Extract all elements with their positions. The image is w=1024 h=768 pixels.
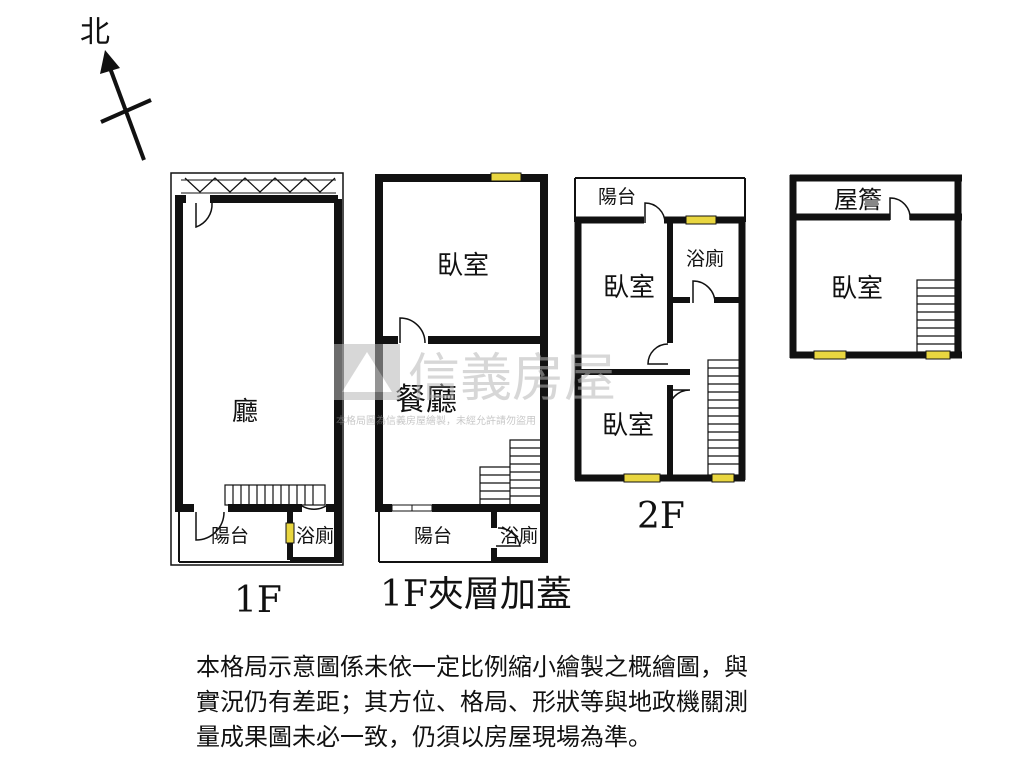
fm-caption: 1F夾層加蓋 [380, 574, 572, 615]
fm-door-bath [496, 527, 521, 547]
f1-door-balcony [195, 511, 225, 541]
fm-room-balcony: 陽台 [414, 525, 452, 547]
f2-door-balcony [644, 202, 666, 224]
f2-window-stair [711, 473, 735, 483]
compass-arrow-shaft [108, 67, 146, 161]
f1-bath-window [285, 522, 295, 544]
compass-north-label: 北 [80, 15, 110, 50]
f2-room-bedroom-b: 臥室 [602, 411, 654, 441]
f2-room-balcony: 陽台 [598, 186, 636, 208]
fm-room-bedroom: 臥室 [437, 251, 489, 281]
roof-door [889, 197, 911, 221]
disclaimer: 本格局示意圖係未依一定比例縮小繪製之概繪圖，與 實況仍有差距；其方位、格局、形狀… [196, 650, 876, 755]
f2-door-bedroom-b [667, 389, 691, 413]
fm-room-bathroom: 浴廁 [500, 524, 538, 547]
roof-room-bedroom: 臥室 [831, 274, 883, 304]
f2-window-bath [685, 215, 717, 225]
disclaimer-line-2: 實況仍有差距；其方位、格局、形狀等與地政機關測 [196, 688, 748, 716]
floor-1f-mezzanine [375, 172, 548, 563]
watermark-brand: 信義房屋 [408, 349, 616, 409]
roof-window-right [925, 350, 951, 360]
floor-roof [789, 174, 962, 360]
fm-window-top [490, 172, 522, 182]
f1-room-hall: 廳 [232, 397, 258, 427]
f2-door-bedroom-a [647, 343, 669, 365]
roof-window-left [813, 350, 847, 360]
fm-door-bedroom [399, 317, 426, 344]
disclaimer-line-3: 量成果圖未必一致，仍須以房屋現場為準。 [196, 723, 652, 751]
f1-caption: 1F [234, 580, 282, 621]
f1-folding-gate [184, 177, 336, 193]
watermark: 信義房屋 本格局圖為信義房屋繪製，未經允許請勿盜用 [334, 344, 616, 427]
f2-window-bedroom [623, 473, 661, 483]
floor-2f [574, 177, 746, 483]
f1-room-balcony: 陽台 [211, 525, 249, 547]
compass-arrow-head [100, 50, 120, 74]
fm-staircase [479, 439, 540, 505]
compass-crossbar [100, 98, 152, 124]
f2-room-bathroom: 浴廁 [686, 247, 724, 270]
floor-1f [170, 172, 344, 566]
f2-caption: 2F [637, 496, 685, 537]
f2-door-bath [692, 280, 716, 304]
f2-room-bedroom-a: 臥室 [603, 273, 655, 303]
watermark-logo-icon [334, 344, 400, 400]
f1-door-entry [195, 202, 213, 229]
north-compass: 北 [80, 15, 152, 161]
roof-staircase [916, 279, 956, 353]
f2-staircase [707, 359, 741, 476]
watermark-notice: 本格局圖為信義房屋繪製，未經允許請勿盜用 [336, 414, 536, 427]
roof-room-shed: 屋簷 [834, 186, 882, 214]
f1-staircase [224, 484, 326, 506]
disclaimer-line-1: 本格局示意圖係未依一定比例縮小繪製之概繪圖，與 [196, 653, 748, 681]
f1-room-bathroom: 浴廁 [296, 524, 334, 547]
fm-room-dining: 餐廳 [395, 382, 457, 418]
